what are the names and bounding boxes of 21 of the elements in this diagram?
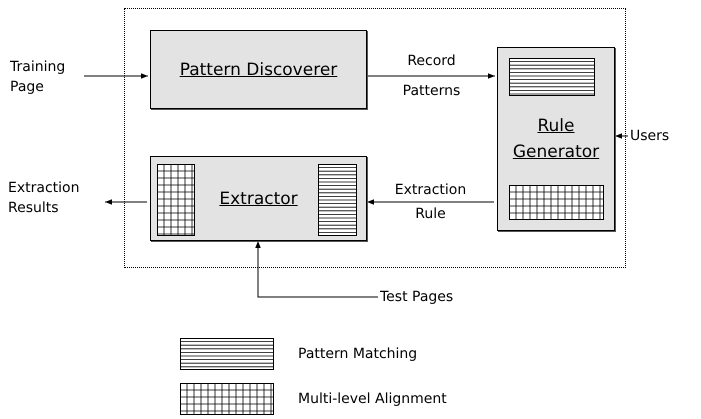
process-title: Extractor — [219, 188, 298, 210]
arrow — [104, 199, 148, 205]
actor-label: Training Page — [10, 58, 66, 97]
arrow — [614, 133, 628, 139]
process-box — [150, 156, 367, 241]
process-title: Pattern Discoverer — [180, 58, 338, 82]
legend-label: Multi-level Alignment — [298, 391, 447, 407]
process-box — [150, 30, 367, 109]
arrow — [368, 73, 496, 79]
actor-label: Users — [630, 127, 670, 146]
system-boundary — [124, 8, 626, 268]
edge-label: Extraction Rule — [394, 181, 468, 224]
arrow — [255, 240, 378, 298]
actor-label: Extraction Results — [8, 179, 80, 218]
process-box — [497, 47, 615, 231]
process-title: Rule Generator — [512, 115, 600, 164]
legend-label: Pattern Matching — [298, 346, 418, 362]
edge-label: Record Patterns — [402, 52, 462, 101]
arrow — [366, 199, 494, 205]
actor-label: Test Pages — [380, 288, 454, 307]
arrow — [84, 73, 148, 79]
